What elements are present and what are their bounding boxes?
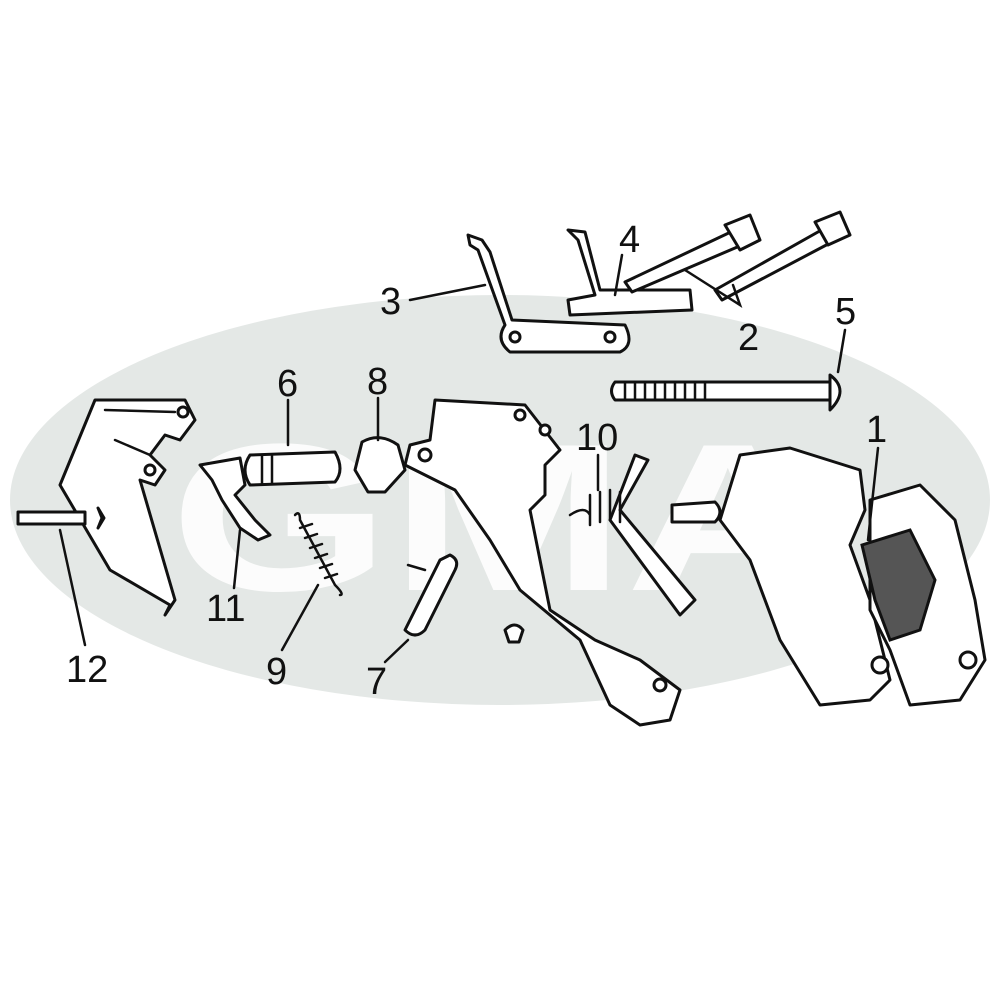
part-11-lever <box>198 456 272 542</box>
label-6: 6 <box>277 363 298 405</box>
label-11: 11 <box>206 588 245 630</box>
part-6-sleeve <box>243 450 342 487</box>
label-5: 5 <box>835 291 856 333</box>
label-4: 4 <box>619 219 640 261</box>
part-7-pin <box>403 553 525 644</box>
leader-lines <box>58 253 880 664</box>
label-3: 3 <box>380 281 401 323</box>
part-9-spring <box>293 512 343 597</box>
part-1-caliper <box>718 446 987 707</box>
part-5-bolt <box>610 373 842 412</box>
part-2-bolts <box>623 210 852 302</box>
part-4-plate <box>566 228 694 317</box>
label-2: 2 <box>738 317 759 359</box>
label-7: 7 <box>366 661 387 703</box>
part-12-bracket <box>16 398 197 617</box>
part-3-bracket <box>466 233 631 354</box>
part-8-clip <box>353 436 407 494</box>
main-lever-arm <box>403 398 682 727</box>
label-12: 12 <box>66 649 108 691</box>
label-10: 10 <box>576 417 618 459</box>
label-9: 9 <box>266 651 287 693</box>
label-1: 1 <box>866 409 887 451</box>
part-10-spring-plate <box>568 453 722 617</box>
label-8: 8 <box>367 361 388 403</box>
